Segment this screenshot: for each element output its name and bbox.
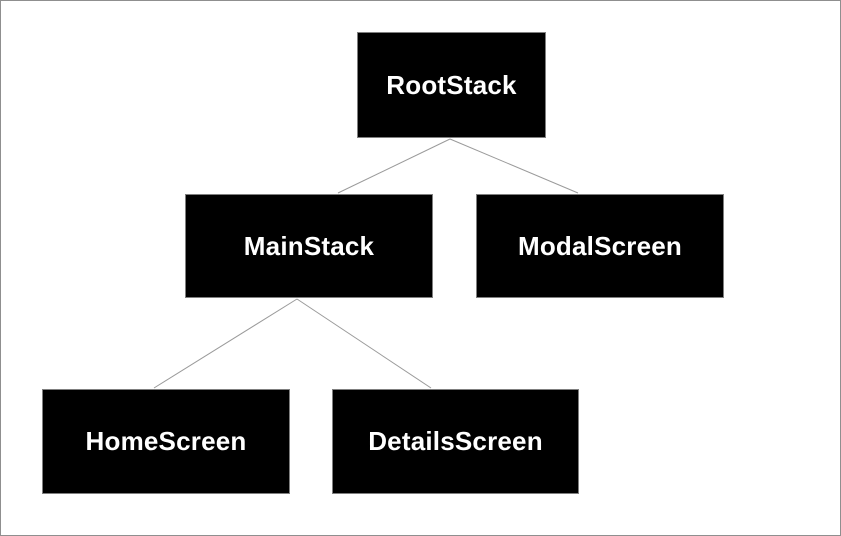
node-rootstack: RootStack [357,32,546,138]
node-detailsscreen: DetailsScreen [332,389,579,494]
node-modalscreen-label: ModalScreen [517,230,683,261]
node-mainstack: MainStack [185,194,433,298]
edge-mainstack-homescreen [153,298,298,389]
edge-rootstack-modalscreen [449,138,579,194]
node-detailsscreen-label: DetailsScreen [368,426,543,456]
node-homescreen-label: HomeScreen [85,426,247,456]
node-modalscreen: ModalScreen [476,194,724,298]
edge-rootstack-mainstack [337,138,451,194]
node-homescreen: HomeScreen [42,389,290,494]
node-rootstack-label: RootStack [386,69,517,100]
edge-mainstack-detailsscreen [296,298,432,389]
node-mainstack-label: MainStack [243,230,375,261]
